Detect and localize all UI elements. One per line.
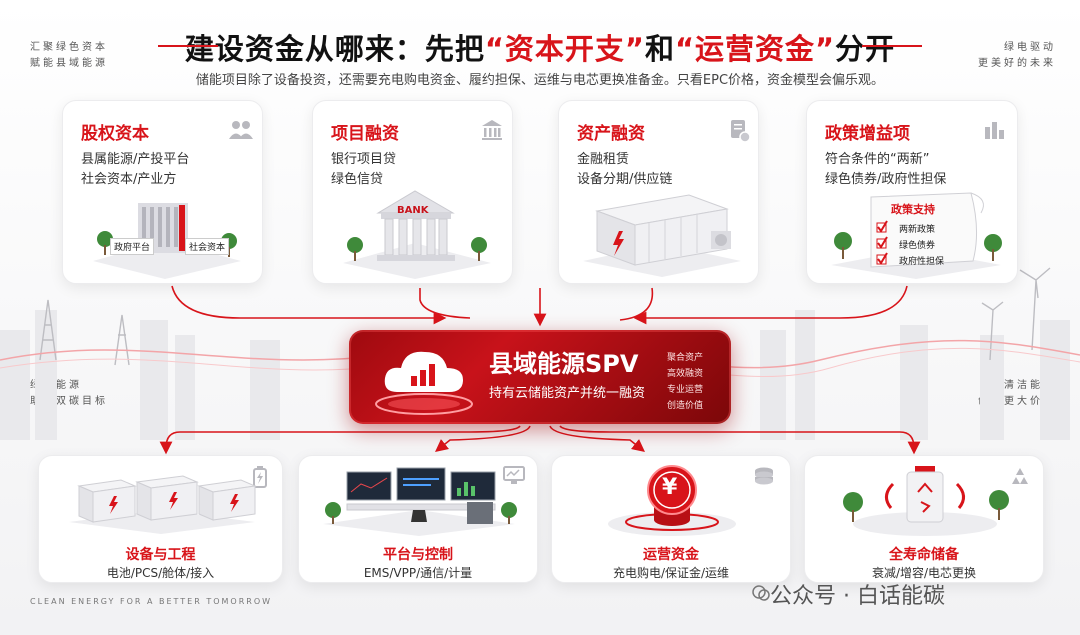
card-lifecycle-reserve: 全寿命储备 衰减/增容/电芯更换 (804, 455, 1044, 583)
wechat-icon (752, 585, 770, 601)
title-decor-left (158, 45, 218, 47)
title-decor-right (862, 45, 922, 47)
page-title: 建设资金从哪来：先把“资本开支”和“运营资金”分开 (184, 32, 896, 66)
yuan-symbol: ¥ (662, 475, 678, 500)
bank-icon (482, 120, 502, 140)
policy-support-title: 政策支持 (891, 203, 935, 216)
background-skyline (0, 267, 1080, 440)
storage-container-illustration (583, 194, 741, 277)
document-gear-icon (731, 120, 751, 143)
page-subtitle: 储能项目除了设备投资，还需要充电购电资金、履约担保、运维与电芯更换准备金。只看E… (195, 73, 885, 88)
corner-mid-right: 清洁能源 创造更大价值 (978, 380, 1056, 407)
tag-government-platform: 政府平台 (110, 238, 155, 255)
battery-recycle-illustration (843, 466, 1009, 536)
battery-containers-illustration (69, 475, 257, 534)
footer-tagline: CLEAN ENERGY FOR A BETTER TOMORROW (30, 597, 273, 606)
card-equity-capital: 股权资本 县属能源/产投平台 社会资本/产业方 政府平台 社会资本 (62, 100, 263, 284)
card-project-financing: 项目融资 银行项目贷 绿色信贷 BANK (312, 100, 513, 284)
building-chart-icon (985, 122, 1004, 139)
card-policy-benefits: 政策增益项 符合条件的“两新” 绿色债券/政府性担保 政策支持 两新政策 绿色债… (806, 100, 1018, 284)
bank-building-illustration (343, 190, 491, 279)
corner-top-right: 绿电驱动 更美好的未来 (978, 42, 1056, 69)
watermark: 公众号 · 白话能碳 (770, 584, 945, 609)
bank-sign: BANK (397, 205, 429, 216)
tag-social-capital: 社会资本 (185, 238, 230, 255)
spv-subtitle: 持有云储能资产并统一融资 (489, 386, 646, 401)
yuan-coin-illustration (608, 465, 736, 536)
spv-hub: 县域能源SPV 持有云储能资产并统一融资 聚合资产 高效融资 专业运营 创造价值 (349, 330, 731, 424)
card-platform-control: 平台与控制 EMS/VPP/通信/计量 (298, 455, 538, 583)
policy-document-illustration (831, 192, 1002, 279)
spv-title: 县域能源SPV (489, 350, 639, 378)
battery-icon (253, 466, 267, 488)
monitor-icon (503, 466, 525, 484)
coins-icon (755, 467, 773, 485)
card-asset-financing: 资产融资 金融租赁 设备分期/供应链 (558, 100, 759, 284)
cloud-chart-icon (375, 351, 473, 415)
control-room-illustration (323, 467, 517, 536)
card-equipment-engineering: 设备与工程 电池/PCS/舱体/接入 (38, 455, 283, 583)
card-operating-capital: ¥ 运营资金 充电购电/保证金/运维 (551, 455, 791, 583)
people-icon (229, 121, 253, 139)
government-building-illustration (93, 203, 241, 279)
corner-top-left: 汇聚绿色资本 赋能县域能源 (30, 42, 108, 69)
recycle-icon (1012, 468, 1028, 484)
